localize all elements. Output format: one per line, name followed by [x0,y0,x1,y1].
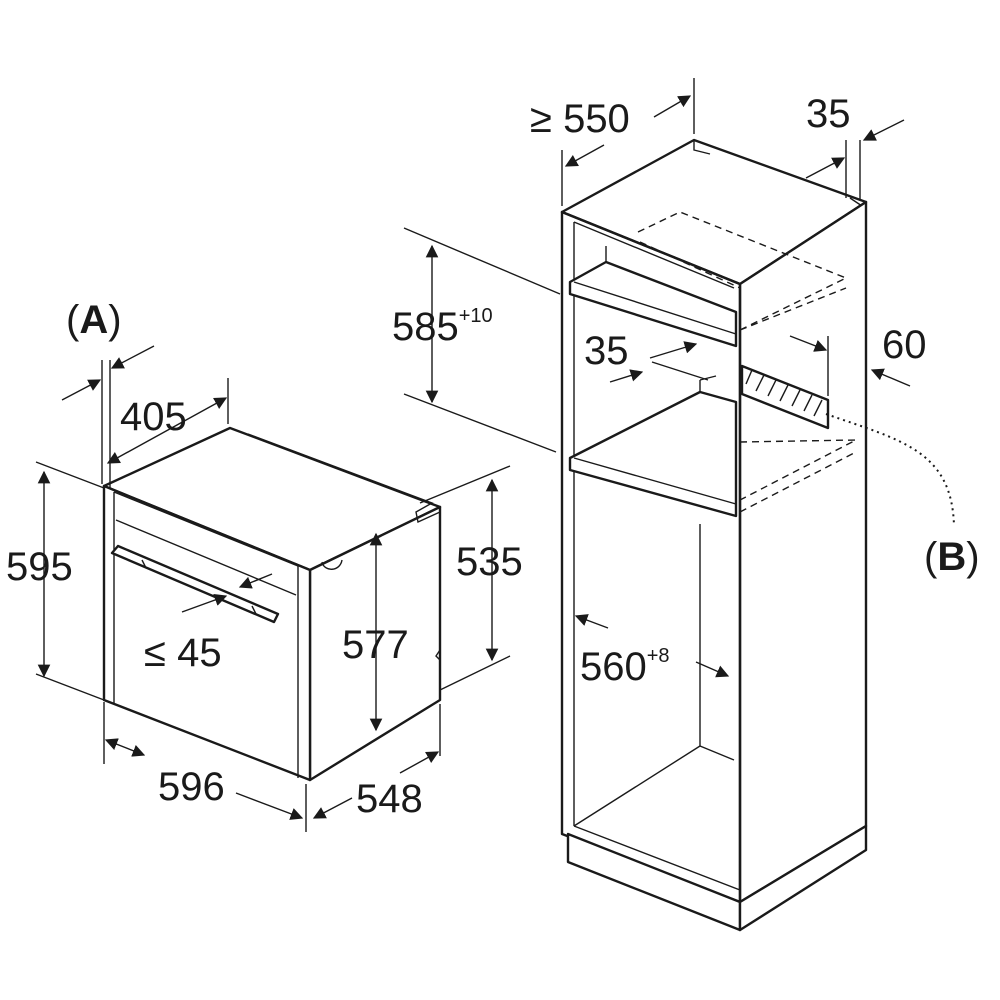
cabinet-side [738,200,868,904]
label-577: 577 [342,623,409,667]
label-shelf-gap: 35 [584,329,629,373]
label-596: 596 [158,765,225,809]
label-vent-width: 60 [882,323,927,367]
label-handle-depth: ≤ 45 [144,631,222,675]
cabinet-drawing [560,138,955,932]
callout-b: (B) [924,535,980,579]
svg-text:(A): (A) [66,298,122,342]
upper-shelf [568,260,738,348]
callout-b-close: ) [966,535,979,579]
label-cabinet-depth: ≥ 550 [530,97,630,141]
oven-drawing [102,426,442,782]
vent-opening [740,364,830,430]
label-niche-height: 585+10 [392,305,493,349]
label-niche-height-tol: +10 [459,305,493,327]
label-405: 405 [120,395,187,439]
callout-a-close: ) [108,298,121,342]
oven-front [102,484,312,782]
cabinet-dimensions [403,78,911,678]
cabinet-plinth [566,832,742,932]
label-cabinet-top-gap: 35 [806,92,851,136]
label-niche-width: 560+8 [580,645,670,689]
svg-text:(B): (B) [924,535,980,579]
label-595: 595 [6,545,73,589]
callout-a: (A) [66,298,122,342]
oven-shelf [568,390,738,518]
callout-a-letter: A [79,298,108,342]
label-535: 535 [456,540,523,584]
callout-b-open: ( [924,535,938,579]
callout-b-letter: B [937,535,966,579]
callout-a-open: ( [66,298,80,342]
label-548: 548 [356,777,423,821]
oven-dimensions [35,345,511,832]
label-niche-width-tol: +8 [647,645,670,667]
